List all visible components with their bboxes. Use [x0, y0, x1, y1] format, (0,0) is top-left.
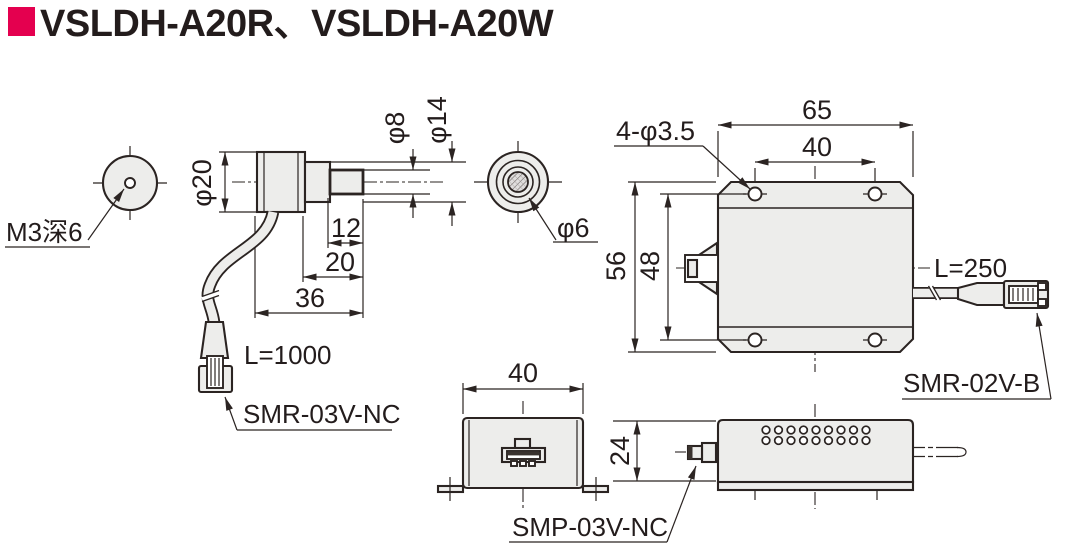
socket-connector-side	[675, 441, 718, 464]
hole-pitch-width-label: 40	[802, 132, 832, 162]
controller-side-view: 24	[605, 404, 967, 509]
socket-connector-front	[500, 437, 547, 467]
page-title: VSLDH-A20R、VSLDH-A20W	[40, 3, 554, 45]
mount-holes-label: 4-φ3.5	[616, 116, 695, 146]
controller-width-label: 65	[802, 95, 832, 125]
lens-front-view: φ6	[474, 141, 598, 243]
controller-top-view: 65 40	[601, 95, 1052, 400]
output-cable	[913, 279, 1050, 310]
dim-barrel-diameter: φ14	[330, 96, 466, 226]
vent-holes	[761, 425, 871, 446]
head-cable-length-label: L=1000	[244, 340, 331, 370]
dim-lengths: 12 20 36	[254, 198, 364, 318]
nose-length-label: 20	[325, 247, 355, 277]
controller-front-view: 40 SMP-03V-NC	[436, 358, 697, 543]
connector-strain-relief	[199, 320, 230, 360]
leader-m3	[87, 188, 125, 241]
barrel-diameter-label: φ14	[422, 96, 452, 144]
dim-hole-pitch-width: 40	[754, 132, 876, 186]
output-connector-label: SMR-02V-B	[903, 368, 1040, 398]
tip-length-label: 12	[331, 213, 361, 243]
dim-front-width: 40	[462, 358, 584, 414]
dim-side-height: 24	[605, 420, 716, 482]
body-length-label: 36	[295, 283, 325, 313]
mount-holes-callout: 4-φ3.5	[614, 116, 751, 190]
side-height-label: 24	[605, 436, 635, 466]
output-cable-length-label: L=250	[934, 253, 1007, 283]
head-connector-label: SMR-03V-NC	[243, 399, 400, 429]
dim-tip-diameter: φ8	[363, 112, 430, 218]
hole-pitch-depth-label: 48	[635, 251, 665, 281]
leader-lens	[528, 197, 557, 241]
socket-connector-label: SMP-03V-NC	[512, 512, 668, 542]
mount-holes	[743, 186, 887, 348]
dim-controller-depth: 56 48	[601, 181, 746, 353]
head-cable	[197, 210, 280, 394]
side-cable	[913, 446, 967, 458]
rear-view: M3深6	[5, 146, 167, 248]
head-connector-callout: SMR-03V-NC	[224, 396, 400, 431]
lens-diameter-label: φ6	[557, 213, 590, 243]
thread-note-label: M3深6	[6, 217, 83, 247]
lens-aperture	[507, 171, 529, 193]
front-width-label: 40	[508, 358, 538, 388]
body-diameter-label: φ20	[187, 159, 217, 207]
input-connector-top	[684, 241, 719, 296]
socket-connector-callout: SMP-03V-NC	[509, 465, 697, 543]
output-connector-callout: SMR-02V-B	[902, 312, 1052, 400]
dim-controller-width: 65	[717, 95, 914, 177]
tip-diameter-label: φ8	[380, 112, 410, 145]
page-header: VSLDH-A20R、VSLDH-A20W	[8, 3, 554, 45]
accent-square	[8, 7, 35, 36]
head-side-view: φ20 φ8 φ14	[187, 96, 466, 431]
controller-depth-label: 56	[601, 251, 631, 281]
dim-body-diameter: φ20	[187, 151, 256, 213]
